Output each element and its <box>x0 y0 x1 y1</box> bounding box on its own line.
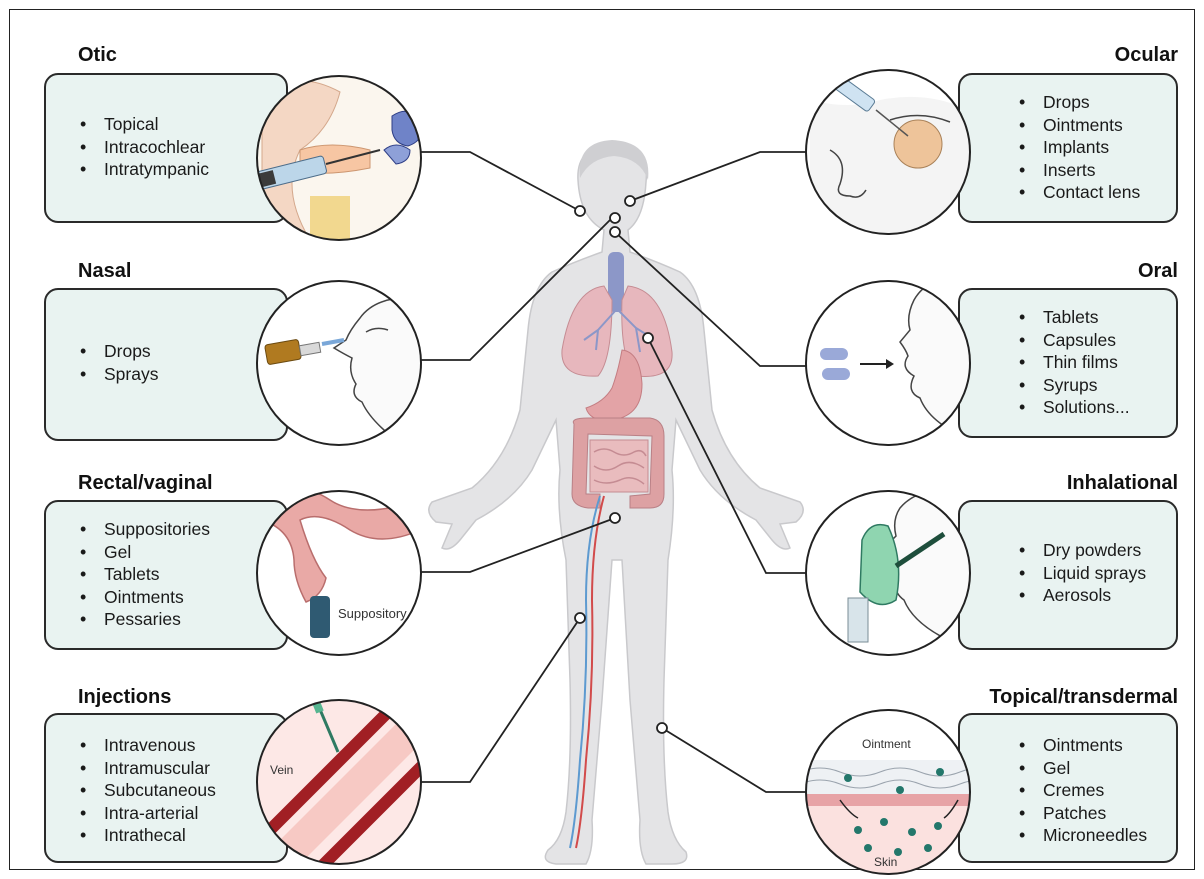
injections-connector <box>421 618 580 782</box>
oral-illustration <box>806 278 972 445</box>
vein-label: Vein <box>270 763 293 777</box>
otic-connector <box>421 152 580 211</box>
inhalational-dot <box>643 333 653 343</box>
otic-illustration <box>255 76 422 240</box>
topical-illustration: Ointment Skin <box>800 710 1000 879</box>
ocular-dot <box>625 196 635 206</box>
ointment-label: Ointment <box>862 737 911 751</box>
human-body-figure <box>429 140 803 864</box>
topical-connector <box>662 728 806 792</box>
nasal-dot <box>610 213 620 223</box>
skin-label: Skin <box>874 855 897 869</box>
inhalational-illustration <box>806 489 972 655</box>
ocular-illustration <box>806 70 972 240</box>
otic-dot <box>575 206 585 216</box>
oral-dot <box>610 227 620 237</box>
nasal-illustration <box>257 281 440 445</box>
rectal-dot <box>610 513 620 523</box>
rectal-illustration: Suppository <box>257 487 421 655</box>
ocular-connector <box>630 152 806 201</box>
suppository-label: Suppository <box>338 606 407 621</box>
injections-dot <box>575 613 585 623</box>
topical-dot <box>657 723 667 733</box>
